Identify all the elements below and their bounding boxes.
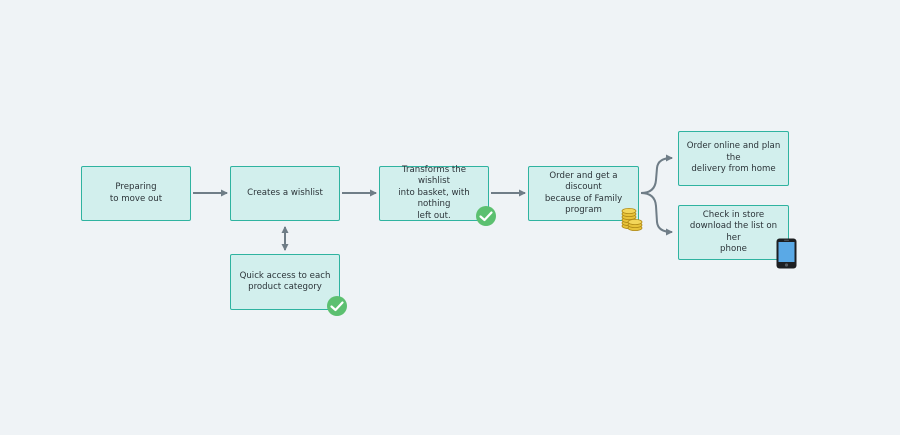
node-transforms[interactable]: Transforms the wishlist into basket, wit… [379,164,489,221]
check-icon [327,296,347,316]
check-icon [476,206,496,226]
node-wishlist[interactable]: Creates a wishlist [230,166,340,221]
phone-icon [776,238,797,269]
node-order-discount-label: Order and get a discount because of Fami… [544,170,623,216]
node-check-store[interactable]: Check in store download the list on her … [678,205,789,260]
arrow-branch-to-store [640,192,673,236]
node-wishlist-label: Creates a wishlist [247,187,323,198]
node-preparing[interactable]: Preparing to move out [81,166,191,221]
node-quick-access-label: Quick access to each product category [239,270,331,293]
node-preparing-label: Preparing to move out [109,182,163,204]
node-transforms-label: Transforms the wishlist into basket, wit… [398,164,470,221]
arrow-branch-to-online [640,154,673,194]
node-order-online[interactable]: Order online and plan the delivery from … [678,131,789,186]
coins-icon [621,208,643,231]
node-order-online-label: Order online and plan the delivery from … [686,141,781,175]
node-quick-access[interactable]: Quick access to each product category [230,254,340,310]
node-check-store-label: Check in store download the list on her … [689,209,778,255]
node-order-discount[interactable]: Order and get a discount because of Fami… [528,166,639,221]
